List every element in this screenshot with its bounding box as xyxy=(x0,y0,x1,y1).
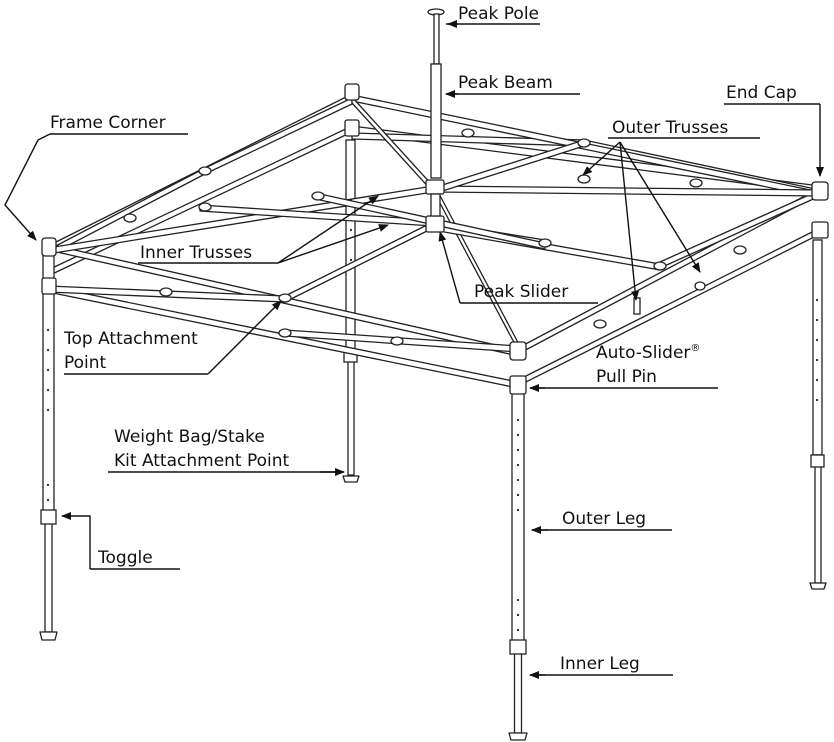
leg-holes xyxy=(46,198,819,632)
canopy-frame xyxy=(39,8,829,741)
front-right-leg xyxy=(508,384,528,741)
toggle-label: Toggle xyxy=(97,548,153,568)
callout-outer-trusses: Outer Trusses xyxy=(582,118,760,301)
callout-outer-leg: Outer Leg xyxy=(531,509,672,534)
callout-frame-corner: Frame Corner xyxy=(4,113,188,241)
inner-trusses-label: Inner Trusses xyxy=(140,243,252,263)
weight-bag-label-line2: Kit Attachment Point xyxy=(114,451,290,471)
callout-peak-beam: Peak Beam xyxy=(445,73,580,98)
top-attachment-label-line2: Point xyxy=(64,353,107,373)
callout-end-cap: End Cap xyxy=(724,83,824,177)
front-left-leg xyxy=(39,249,58,641)
peak-slider-label: Peak Slider xyxy=(474,282,568,302)
outer-leg-label: Outer Leg xyxy=(562,509,646,529)
callout-inner-trusses: Inner Trusses xyxy=(138,195,389,264)
truss-hinges xyxy=(123,128,747,346)
corner-brackets xyxy=(41,83,829,395)
callout-auto-slider: Auto-Slider® Pull Pin xyxy=(529,343,718,392)
auto-slider-label: Auto-Slider® xyxy=(596,343,700,363)
peak-beam-label: Peak Beam xyxy=(458,73,553,93)
peak-assembly xyxy=(425,8,445,233)
back-right-leg xyxy=(809,239,827,590)
callout-weight-bag: Weight Bag/Stake Kit Attachment Point xyxy=(108,427,345,476)
back-left-leg xyxy=(342,139,360,483)
peak-pole-label: Peak Pole xyxy=(458,4,539,24)
pull-pin-label: Pull Pin xyxy=(596,367,657,387)
callout-peak-slider: Peak Slider xyxy=(438,231,598,304)
callout-inner-leg: Inner Leg xyxy=(529,654,673,679)
weight-bag-label-line1: Weight Bag/Stake xyxy=(114,427,265,447)
frame-corner-label: Frame Corner xyxy=(50,113,166,133)
top-attachment-label-line1: Top Attachment xyxy=(63,329,198,349)
callouts: Peak Pole Peak Beam End Cap Frame Corner… xyxy=(4,4,824,679)
callout-toggle: Toggle xyxy=(61,512,180,570)
inner-leg-label: Inner Leg xyxy=(560,654,640,674)
end-cap-label: End Cap xyxy=(726,83,797,103)
callout-top-attachment: Top Attachment Point xyxy=(63,300,282,375)
callout-peak-pole: Peak Pole xyxy=(446,4,540,28)
outer-trusses-label: Outer Trusses xyxy=(612,118,728,138)
